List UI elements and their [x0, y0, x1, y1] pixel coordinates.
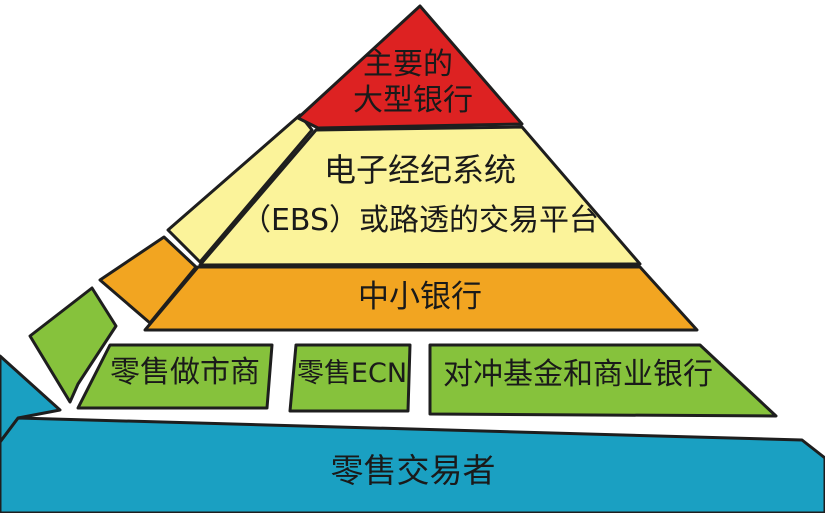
tier-retail-traders: [0, 416, 825, 513]
box-hedge-funds: [428, 343, 778, 418]
label-hedge-funds: 对冲基金和商业银行: [443, 357, 713, 392]
label-mid-banks: 中小银行: [358, 279, 482, 315]
label-top-banks-line2: 大型银行: [353, 83, 473, 118]
label-retail-market-makers: 零售做市商: [110, 355, 260, 390]
tier-mid-banks: [143, 265, 699, 332]
label-ecn-line1: 电子经纪系统: [323, 151, 516, 189]
side-strip-yellow: [166, 113, 314, 264]
tier-ecn: [198, 125, 642, 267]
box-retail-ecn: [288, 343, 412, 413]
tier-top-banks: [296, 4, 524, 130]
label-retail-traders: 零售交易者: [330, 451, 496, 490]
label-top-banks-line1: 主要的: [363, 47, 453, 82]
side-strip-orange: [98, 235, 198, 325]
label-retail-ecn: 零售ECN: [296, 358, 408, 389]
box-retail-market-makers: [76, 343, 274, 410]
side-strip-green: [28, 286, 118, 404]
label-ecn-line2: （EBS）或路透的交易平台: [240, 203, 600, 238]
side-strip-blue: [0, 354, 62, 444]
